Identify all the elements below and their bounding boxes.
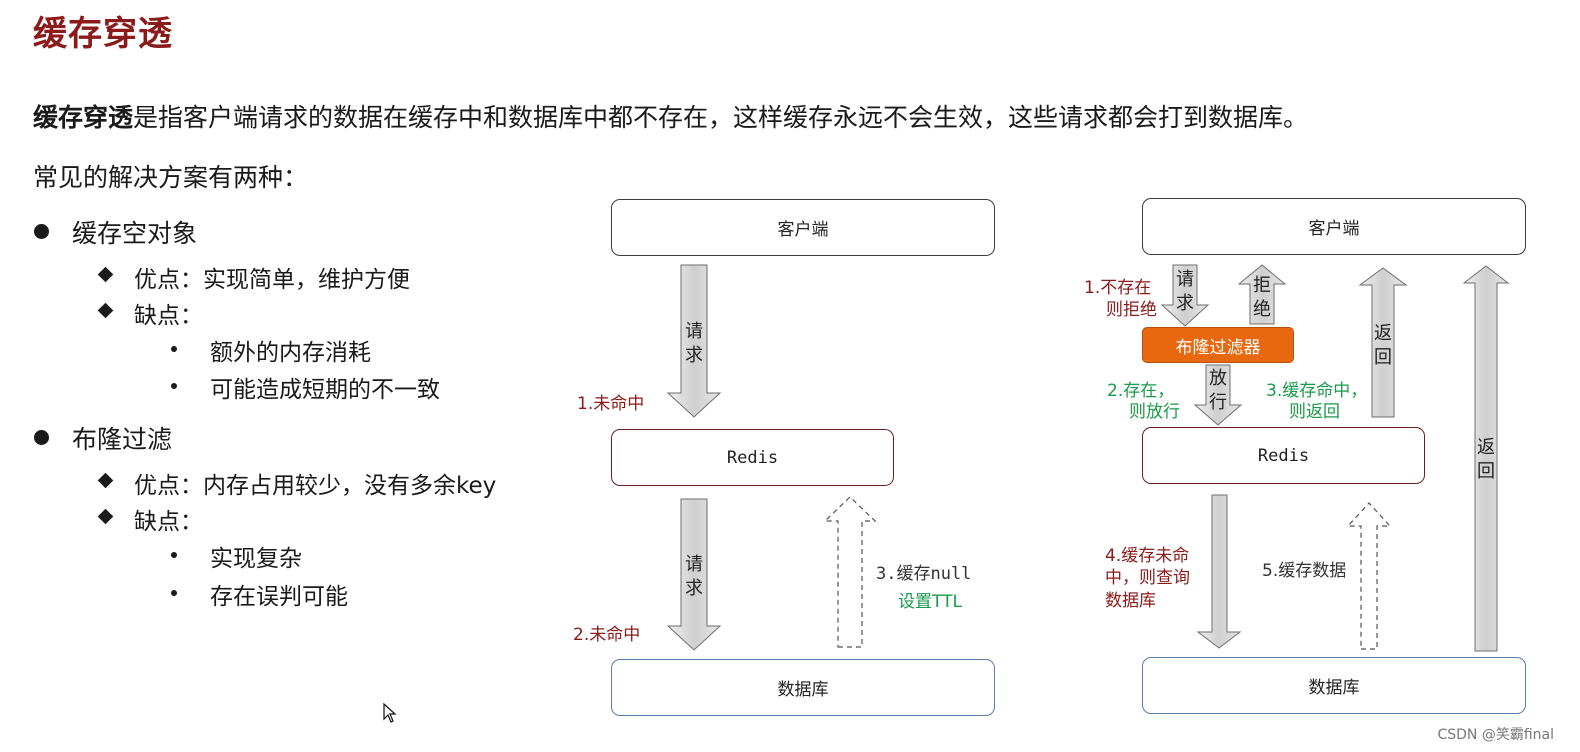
solutions-heading: 常见的解决方案有两种： [33, 163, 309, 192]
solution-1-pros: 优点：实现简单，维护方便 [134, 267, 410, 293]
right-reject-note-2: 则拒绝 [1106, 300, 1157, 320]
solution-1-name: 缓存空对象 [72, 219, 198, 248]
solution-2-con-1: 实现复杂 [210, 546, 302, 572]
right-cache-data-note: 5.缓存数据 [1262, 561, 1347, 581]
right-redis-box: Redis [1142, 427, 1425, 484]
left-ttl-label: 设置TTL [898, 592, 962, 612]
solution-2-con-2: 存在误判可能 [210, 584, 348, 610]
right-reject-label: 拒绝 [1253, 275, 1271, 320]
right-return-arrow-short [1358, 267, 1408, 418]
right-query-arrow [1196, 494, 1242, 649]
intro-term: 缓存穿透 [33, 103, 134, 132]
left-request-arrow-2 [666, 498, 722, 651]
solution-2-cons: 缺点： [134, 509, 203, 535]
solution-1-con-2: 可能造成短期的不一致 [210, 377, 440, 403]
right-client-box: 客户端 [1142, 198, 1526, 255]
intro-paragraph: 缓存穿透是指客户端请求的数据在缓存中和数据库中都不存在，这样缓存永远不会生效，这… [33, 98, 1308, 134]
right-hit-note-1: 3.缓存命中， [1266, 381, 1368, 401]
right-hit-note-2: 则返回 [1289, 402, 1340, 422]
right-request-label: 请求 [1176, 269, 1194, 314]
right-request-arrow [1160, 264, 1210, 327]
left-miss-label-1: 1.未命中 [577, 394, 645, 414]
small-bullet-icon [171, 590, 177, 596]
solution-1-con-1: 额外的内存消耗 [210, 340, 371, 366]
mouse-cursor-icon [383, 703, 397, 723]
left-redis-box: Redis [611, 429, 894, 486]
right-return-label-short: 返回 [1374, 323, 1392, 368]
right-pass-label: 放行 [1209, 368, 1227, 413]
small-bullet-icon [171, 383, 177, 389]
watermark: CSDN @笑霸final [1437, 727, 1554, 743]
right-pass-arrow [1193, 364, 1243, 426]
right-reject-arrow [1237, 264, 1287, 325]
left-miss-label-2: 2.未命中 [573, 625, 641, 645]
right-pass-note-2: 则放行 [1129, 402, 1180, 422]
left-request-label-1: 请求 [685, 321, 703, 366]
left-client-box: 客户端 [611, 199, 995, 256]
left-cache-null-label: 3.缓存null [876, 564, 972, 584]
small-bullet-icon [171, 346, 177, 352]
intro-text: 是指客户端请求的数据在缓存中和数据库中都不存在，这样缓存永远不会生效，这些请求都… [133, 103, 1309, 132]
bullet-dot-icon [34, 224, 49, 239]
right-reject-note-1: 1.不存在 [1084, 278, 1152, 298]
left-cache-null-arrow [823, 496, 877, 648]
right-return-label-long: 返回 [1477, 437, 1495, 482]
right-query-note-2: 中，则查询 [1105, 568, 1190, 588]
bloom-filter-box: 布隆过滤器 [1142, 327, 1294, 363]
right-cache-data-arrow [1346, 502, 1392, 650]
left-request-arrow-1 [666, 264, 722, 418]
right-query-note-3: 数据库 [1105, 591, 1156, 611]
bullet-dot-icon [34, 430, 49, 445]
solution-2-pros: 优点：内存占用较少，没有多余key [134, 473, 497, 499]
page-title: 缓存穿透 [33, 14, 173, 54]
solution-2-name: 布隆过滤 [72, 425, 173, 454]
right-return-arrow-long [1462, 265, 1510, 652]
solution-1-cons: 缺点： [134, 303, 203, 329]
right-query-note-1: 4.缓存未命 [1105, 546, 1190, 566]
small-bullet-icon [171, 552, 177, 558]
right-db-box: 数据库 [1142, 657, 1526, 714]
left-db-box: 数据库 [611, 659, 995, 716]
right-pass-note-1: 2.存在， [1107, 381, 1175, 401]
left-request-label-2: 请求 [685, 554, 703, 599]
